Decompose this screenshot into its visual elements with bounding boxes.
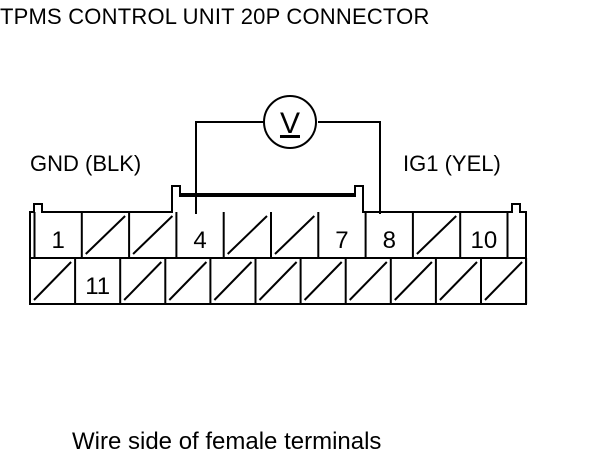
gnd-probe-label: GND (BLK) (30, 151, 142, 176)
bottom-row-empty-cavity (348, 261, 388, 301)
bottom-row-empty-cavity (394, 261, 433, 301)
terminal-8: 8 (383, 227, 396, 254)
bottom-row-empty-cavity (168, 261, 208, 301)
bottom-row-empty-cavity (484, 261, 523, 301)
diagram-title: TPMS CONTROL UNIT 20P CONNECTOR (0, 4, 430, 29)
top-row-empty-cavity (85, 215, 126, 255)
top-row-empty-cavity (416, 215, 457, 255)
terminal-7: 7 (335, 227, 348, 254)
terminal-11: 11 (85, 273, 110, 300)
bottom-row-empty-cavity (439, 261, 478, 301)
bottom-row-empty-cavity (123, 261, 163, 301)
bottom-row-empty-cavity (213, 261, 253, 301)
top-row-empty-cavity (227, 215, 268, 255)
terminal-4: 4 (193, 227, 206, 254)
bottom-row-empty-cavity (303, 261, 343, 301)
bottom-row-empty-cavity (33, 261, 72, 301)
connector-cells: 1 4 7 8 10 11 (29, 212, 528, 304)
top-row-empty-cavity (274, 215, 315, 255)
left-probe-lead (195, 121, 264, 214)
terminal-1: 1 (51, 227, 64, 254)
connector-body (29, 185, 527, 305)
voltmeter-circle (263, 95, 317, 149)
top-row-empty-cavity (132, 215, 174, 255)
ig1-probe-label: IG1 (YEL) (403, 151, 501, 176)
diagram-caption: Wire side of female terminals (72, 428, 382, 455)
terminal-10: 10 (470, 227, 497, 254)
voltmeter-symbol: V (280, 107, 300, 140)
right-probe-lead (318, 121, 381, 214)
bottom-row-empty-cavity (258, 261, 298, 301)
